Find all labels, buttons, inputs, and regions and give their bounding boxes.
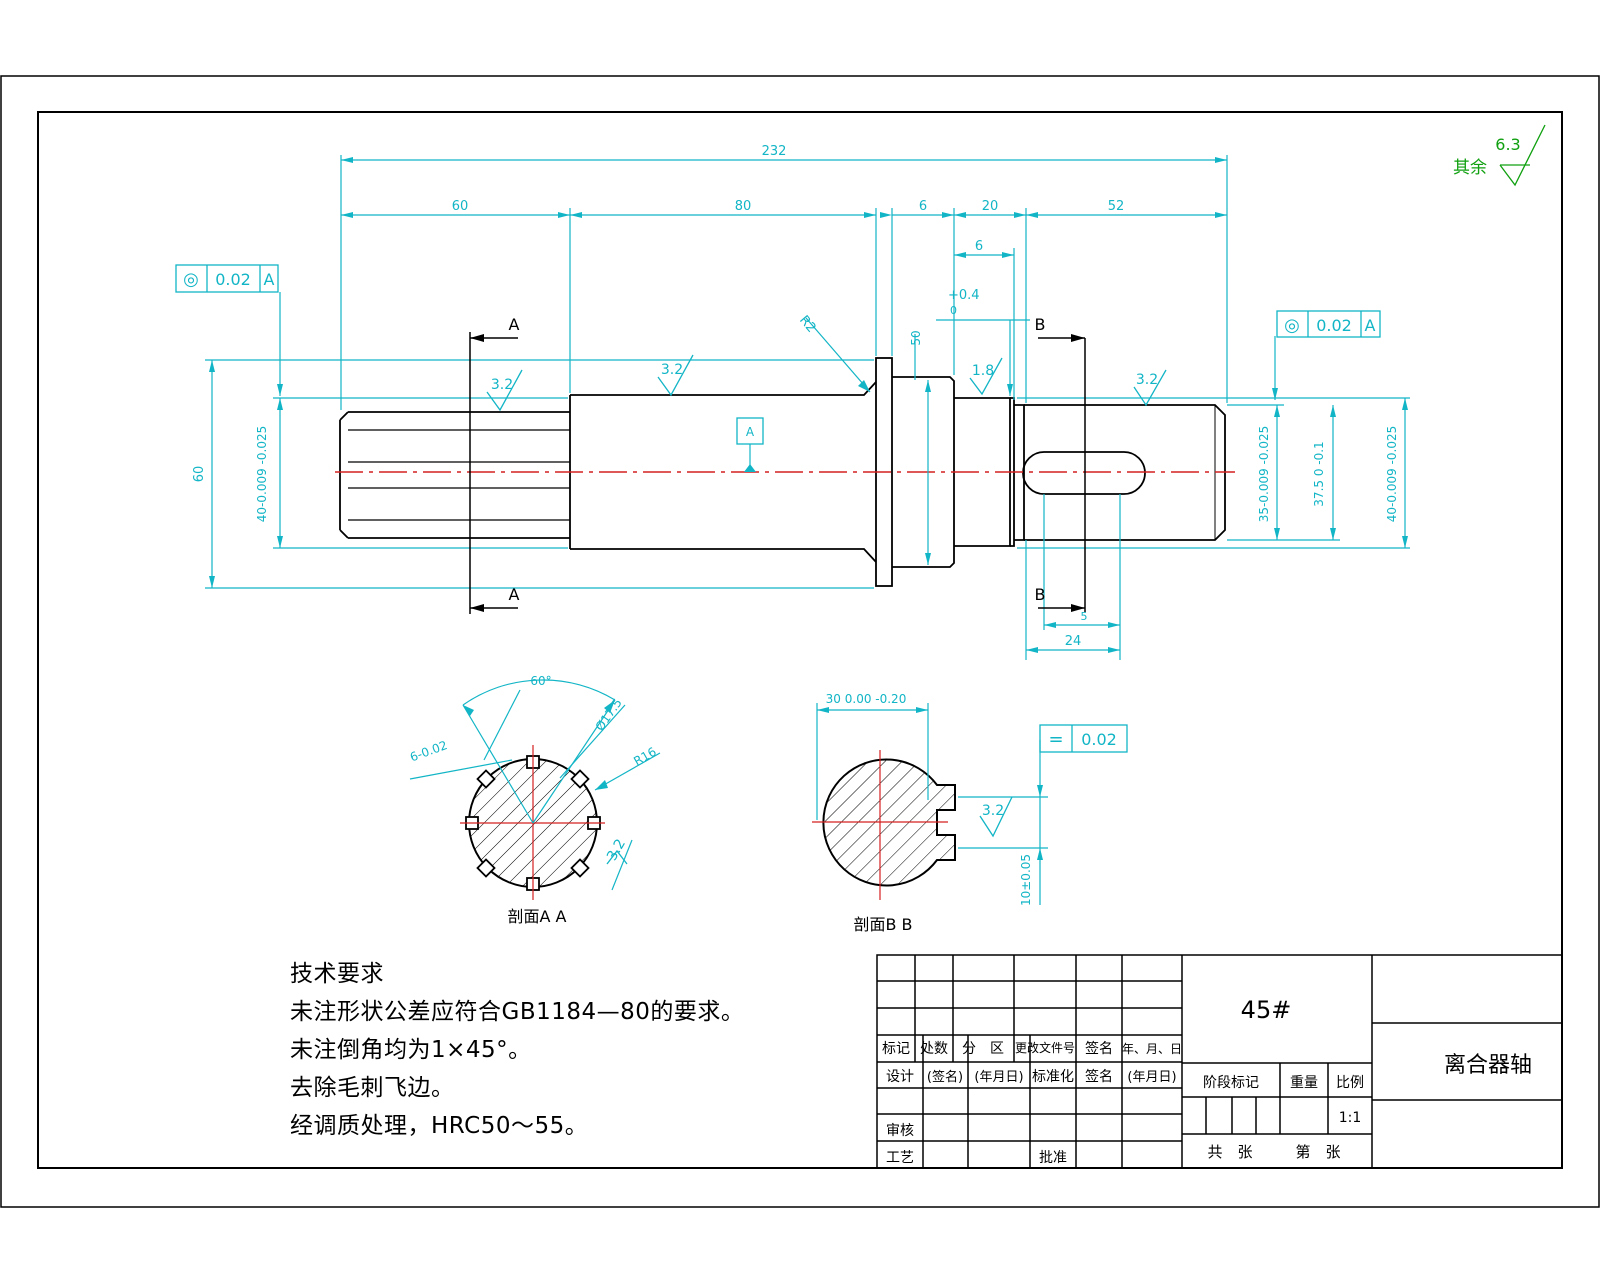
- datum-label: A: [746, 425, 755, 439]
- dim-tol-plus: +0.4: [948, 288, 980, 303]
- note-line-2: 未注倒角均为1×45°。: [290, 1037, 532, 1063]
- dim-seg-2: 80: [735, 199, 752, 214]
- tb-sheet: 第 张: [1295, 1143, 1340, 1161]
- tb-std-date: (年月日): [1127, 1070, 1176, 1085]
- notes-title: 技术要求: [290, 961, 384, 987]
- tb-label-mark: 标记: [882, 1041, 910, 1057]
- note-line-4: 经调质处理，HRC50～55。: [290, 1113, 589, 1139]
- tb-label-date: 年、月、日: [1122, 1042, 1182, 1056]
- concentricity-left-datum: A: [264, 270, 275, 289]
- section-b-view: 30 0.00 -0.20 = 0.02 10±0.05 剖面B B: [812, 692, 1128, 934]
- datum-box: [736, 417, 764, 445]
- dim-r2: R2: [796, 313, 819, 336]
- rough-2: 3.2: [661, 362, 683, 378]
- sec-a-angle: 60°: [530, 674, 551, 688]
- concentricity-frame-right: [1276, 310, 1381, 338]
- sec-a-radius: R16: [631, 745, 658, 769]
- dim-tol-zero: 0: [950, 304, 957, 317]
- concentricity-right-value: 0.02: [1316, 316, 1352, 335]
- dimension-lines: [205, 155, 1410, 660]
- general-rough-value: 6.3: [1495, 135, 1520, 154]
- dim-left-outer: 60: [192, 466, 207, 483]
- dim-overall: 232: [762, 144, 787, 159]
- tb-design: 设计: [886, 1069, 914, 1085]
- sym-symbol: =: [1048, 729, 1063, 750]
- outer-border: [0, 75, 1600, 1208]
- tb-scale-label: 比例: [1336, 1075, 1364, 1091]
- cut-label-b-top: B: [1035, 315, 1046, 334]
- tb-approve: 批准: [1039, 1150, 1067, 1166]
- datum-triangle: [744, 464, 756, 472]
- tb-label-zone: 分 区: [962, 1041, 1004, 1057]
- section-cut-arrows: [470, 334, 1085, 612]
- dim-left-spline: 40-0.009 -0.025: [255, 426, 269, 522]
- concentricity-right-symbol: ◎: [1284, 315, 1300, 336]
- sym-value: 0.02: [1081, 730, 1117, 749]
- cut-label-a-top: A: [509, 315, 520, 334]
- tb-process: 工艺: [886, 1150, 914, 1166]
- dim-right-b: 37.5 0 -0.1: [1312, 441, 1326, 506]
- dim-right-c: 40-0.009 -0.025: [1385, 426, 1399, 522]
- sec-a-caption: 剖面A A: [508, 907, 567, 926]
- dimension-texts: 232 60 80 6 20 52 6 +0.4 0 5 24 R2 60 40…: [192, 144, 1399, 649]
- sec-b-width: 30 0.00 -0.20: [826, 692, 907, 706]
- sec-a-width: 6-0.02: [408, 738, 449, 764]
- general-rough-label: 其余: [1453, 158, 1487, 178]
- dim-seg-3: 6: [919, 199, 927, 214]
- dimension-arrows: [209, 157, 1408, 653]
- tb-review: 审核: [886, 1123, 914, 1139]
- concentricity-left-symbol: ◎: [183, 269, 199, 290]
- sec-a-size2: Ø17.5: [593, 696, 625, 734]
- section-a-view: 60° 6-0.02 R16 Ø17.5 剖面A A: [408, 674, 661, 926]
- rough-4: 3.2: [1136, 372, 1158, 388]
- dim-flange: 50: [909, 330, 923, 345]
- concentricity-left-value: 0.02: [215, 270, 251, 289]
- dim-seg-1: 60: [452, 199, 469, 214]
- tb-weight: 重量: [1290, 1075, 1318, 1091]
- note-line-1: 未注形状公差应符合GB1184—80的要求。: [290, 999, 745, 1025]
- rough-1: 3.2: [491, 377, 513, 393]
- tb-design-sign: (签名): [927, 1069, 963, 1085]
- dim-seg-5: 52: [1108, 199, 1125, 214]
- tb-std-sign: 签名: [1085, 1068, 1113, 1085]
- cut-label-a-bottom: A: [509, 585, 520, 604]
- rough-3: 1.8: [972, 363, 994, 379]
- tb-part-name: 离合器轴: [1444, 1053, 1532, 1078]
- title-block: [876, 954, 1563, 1169]
- dim-right-a: 35-0.009 -0.025: [1257, 426, 1271, 522]
- sec-b-caption: 剖面B B: [853, 915, 912, 934]
- tb-design-date: (年月日): [974, 1070, 1023, 1085]
- title-block-text: 标记 处数 分 区 更改文件号 签名 年、月、日 设计 (签名) (年月日) 标…: [882, 996, 1532, 1166]
- tb-label-docno: 更改文件号: [1015, 1040, 1075, 1055]
- tb-scale: 1:1: [1339, 1110, 1362, 1126]
- inner-border: [37, 111, 1563, 1169]
- rough-5: 3.2: [982, 803, 1004, 819]
- note-line-3: 去除毛刺飞边。: [290, 1075, 455, 1101]
- tb-stage: 阶段标记: [1203, 1075, 1259, 1091]
- dim-key-offset: 5: [1081, 610, 1088, 623]
- tb-label-sign: 签名: [1085, 1040, 1113, 1057]
- tb-standard: 标准化: [1032, 1069, 1074, 1085]
- roughness-values: 3.2 3.2 1.8 3.2 3.2 3.2: [491, 362, 1158, 864]
- symmetry-frame: [1039, 724, 1128, 753]
- dim-groove: 6: [975, 239, 983, 254]
- tb-total: 共 张: [1207, 1143, 1252, 1161]
- roughness-symbols: [486, 354, 1167, 865]
- concentricity-right-datum: A: [1365, 316, 1376, 335]
- dim-seg-4: 20: [982, 199, 999, 214]
- technical-requirements: 技术要求 未注形状公差应符合GB1184—80的要求。 未注倒角均为1×45°。…: [290, 955, 850, 1145]
- tb-material: 45#: [1241, 996, 1292, 1024]
- sec-b-depth: 10±0.05: [1019, 854, 1033, 906]
- cut-label-b-bottom: B: [1035, 585, 1046, 604]
- general-roughness: 其余 6.3: [1453, 124, 1546, 187]
- concentricity-frame-left: [175, 264, 279, 293]
- dim-key-length: 24: [1065, 634, 1082, 649]
- tb-label-count: 处数: [920, 1041, 948, 1057]
- rough-6: 3.2: [604, 836, 629, 863]
